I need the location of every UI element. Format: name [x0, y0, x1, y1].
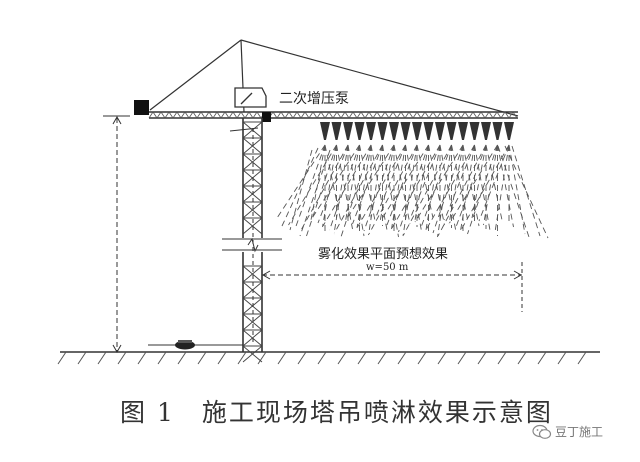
wechat-icon: [532, 424, 552, 439]
counterweight: [134, 100, 149, 115]
watermark: 豆丁施工: [532, 423, 603, 440]
watermark-text: 豆丁施工: [555, 425, 604, 439]
figure-caption: 图 1 施工现场塔吊喷淋效果示意图: [120, 398, 553, 427]
spray-width-dimension: [261, 262, 523, 312]
tower-mast: [222, 118, 282, 363]
booster-pump-label: 二次增压泵: [279, 91, 349, 107]
height-dimension: [103, 115, 130, 354]
ground: [57, 351, 600, 365]
water-pipe: [148, 127, 259, 346]
booster-pump: [262, 112, 271, 122]
crane-jib: [148, 111, 518, 119]
operator-cab: [234, 87, 267, 108]
spray-streaks: [276, 144, 549, 241]
spray-nozzles: [320, 122, 514, 140]
spray-width-label: w=50 m: [366, 262, 409, 273]
ground-pump: [175, 340, 195, 350]
spray-effect-label: 雾化效果平面预想效果: [318, 247, 449, 262]
